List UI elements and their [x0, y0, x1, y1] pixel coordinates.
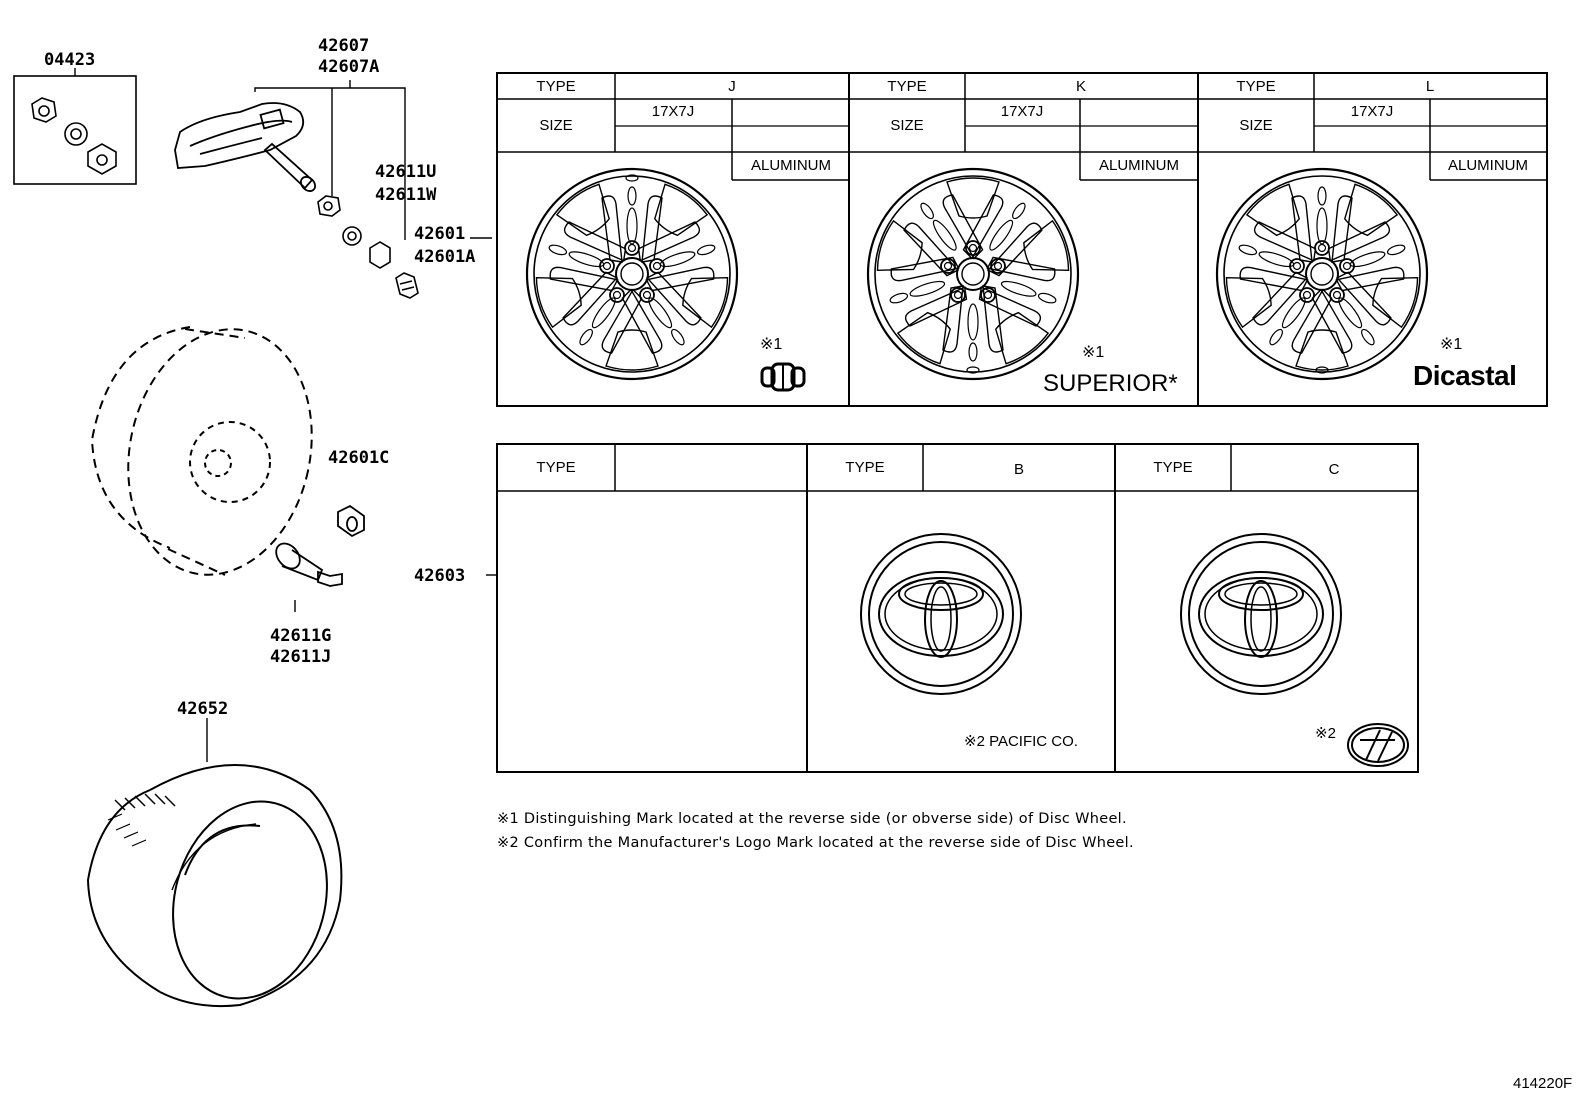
wheel-j-icon [525, 167, 739, 381]
part-number-42607a[interactable]: 42607A [318, 57, 380, 77]
valve-cap-icon [317, 195, 419, 299]
wheel-l-note-mark: ※1 [1440, 336, 1463, 353]
part-number-42611g[interactable]: 42611G [270, 626, 332, 646]
wheel-k-maker: SUPERIOR* [1043, 370, 1178, 397]
part-number-42601c[interactable]: 42601C [328, 448, 390, 468]
lug-nut-icon [337, 504, 365, 538]
toyota-emblem-c-icon [1180, 533, 1342, 695]
part-number-42601a[interactable]: 42601A [414, 247, 476, 267]
part-number-42611u[interactable]: 42611U [375, 162, 437, 182]
wheel-j-size-value: 17X7J [651, 103, 695, 120]
part-number-42652[interactable]: 42652 [177, 699, 229, 719]
tire-icon [86, 764, 343, 1008]
maker-mark-j-icon [760, 362, 806, 392]
cap-col3-type-label: TYPE [1153, 459, 1193, 476]
wheel-k-note-mark: ※1 [1082, 344, 1105, 361]
toyota-emblem-b-icon [860, 533, 1022, 695]
spare-tire-icon [90, 326, 313, 576]
diagram-id: 414220F [1513, 1075, 1573, 1092]
cap-col2-type-value: B [1013, 461, 1025, 478]
wheel-l-type-value: L [1425, 78, 1435, 95]
part-number-42603[interactable]: 42603 [414, 566, 466, 586]
footnote-2: ※2 Confirm the Manufacturer's Logo Mark … [497, 835, 1134, 851]
wheel-k-size-value: 17X7J [1000, 103, 1044, 120]
cap-col3-type-value: C [1328, 461, 1340, 478]
wheel-j-size-label: SIZE [539, 117, 573, 134]
wheel-k-icon [866, 167, 1080, 381]
wheel-l-size-label: SIZE [1239, 117, 1273, 134]
wheel-k-size-label: SIZE [890, 117, 924, 134]
cap-col2-type-label: TYPE [845, 459, 885, 476]
wheel-j-type-label: TYPE [536, 78, 576, 95]
cap-col2-note: ※2 PACIFIC CO. [964, 733, 1078, 750]
wheel-k-type-value: K [1075, 78, 1087, 95]
wheel-l-type-label: TYPE [1236, 78, 1276, 95]
wheel-j-type-value: J [728, 78, 736, 95]
wheel-l-material: ALUMINUM [1447, 157, 1529, 174]
cap-col1-type-label: TYPE [536, 459, 576, 476]
wheel-l-size-value: 17X7J [1350, 103, 1394, 120]
wheel-j-material: ALUMINUM [750, 157, 832, 174]
part-number-42611w[interactable]: 42611W [375, 185, 437, 205]
wheel-l-maker: Dicastal [1413, 360, 1517, 391]
part-number-42611j[interactable]: 42611J [270, 647, 332, 667]
part-number-42607[interactable]: 42607 [318, 36, 370, 56]
wheel-table-grid [496, 72, 1548, 407]
part-number-04423[interactable]: 04423 [44, 50, 96, 70]
wheel-j-note-mark: ※1 [760, 336, 783, 353]
part-number-42601[interactable]: 42601 [414, 224, 466, 244]
maker-logo-c-icon [1347, 723, 1409, 767]
tpms-sensor-icon [174, 102, 316, 192]
wheel-l-icon [1215, 167, 1429, 381]
wheel-k-material: ALUMINUM [1098, 157, 1180, 174]
footnote-1: ※1 Distinguishing Mark located at the re… [497, 811, 1127, 827]
cap-col3-note: ※2 [1315, 725, 1336, 742]
cap-table-grid [496, 443, 1419, 773]
valve-stem-icon [275, 542, 343, 587]
wheel-k-type-label: TYPE [887, 78, 927, 95]
valve-nut-icon [31, 97, 117, 175]
